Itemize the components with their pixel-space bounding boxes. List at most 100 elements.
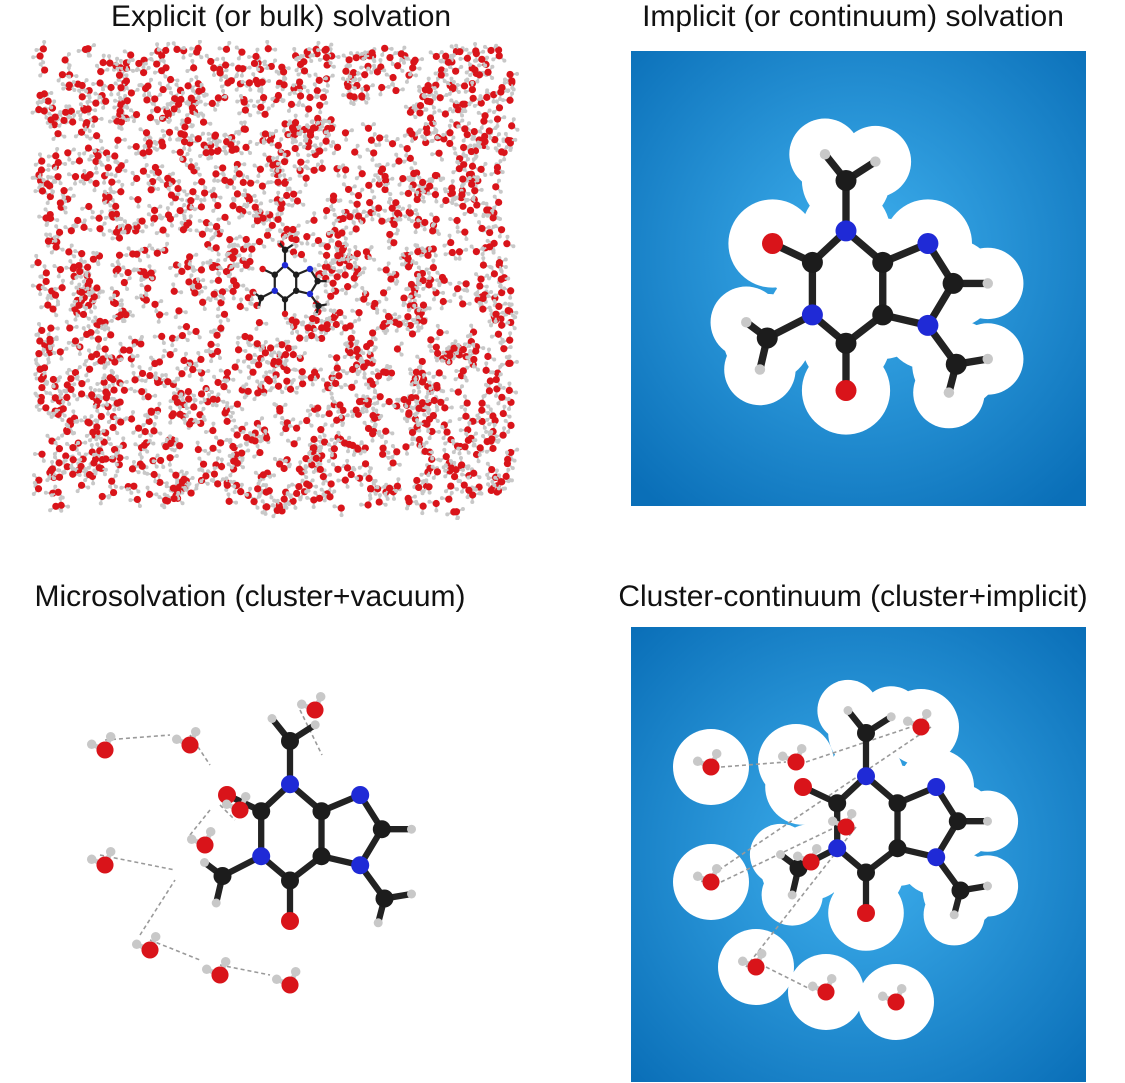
water-molecule <box>258 78 272 92</box>
atom-h <box>407 889 416 899</box>
water-molecule <box>287 84 303 97</box>
water-molecule <box>261 130 275 143</box>
atom-c <box>372 820 391 839</box>
water-molecule <box>86 846 116 874</box>
water-molecule <box>248 340 263 352</box>
water-molecule <box>366 195 377 211</box>
water-molecule <box>275 152 289 166</box>
water-molecule <box>477 161 488 178</box>
water-molecule <box>430 149 444 162</box>
atom-c <box>293 271 300 278</box>
water-molecule <box>212 457 226 471</box>
water-molecule <box>280 491 292 507</box>
water-molecule <box>34 40 47 53</box>
water-molecule <box>266 343 280 357</box>
water-molecule <box>174 262 186 278</box>
water-molecule <box>179 220 193 234</box>
water-molecule <box>448 216 461 230</box>
water-molecule <box>145 470 158 484</box>
water-molecule <box>76 45 91 58</box>
water-molecule <box>217 40 232 53</box>
atom-h <box>277 240 281 244</box>
water-molecule <box>466 469 482 480</box>
water-molecule <box>66 337 82 349</box>
water-molecule <box>475 282 489 295</box>
water-molecule <box>156 311 169 324</box>
water-molecule <box>443 248 458 261</box>
water-molecule <box>292 90 305 105</box>
water-molecule <box>64 319 79 332</box>
water-molecule <box>365 299 380 313</box>
water-molecule <box>297 158 310 172</box>
water-molecule <box>379 320 391 335</box>
water-molecule <box>482 382 494 398</box>
atom-n <box>351 856 370 875</box>
water-molecule <box>492 372 503 388</box>
water-molecule <box>442 179 456 192</box>
water-molecule <box>413 373 427 386</box>
water-molecule <box>421 478 433 494</box>
water-molecule <box>499 404 512 419</box>
atom-c <box>801 251 823 273</box>
water-molecule <box>322 73 335 88</box>
water-molecule <box>198 149 214 160</box>
atom-n <box>835 220 857 242</box>
water-molecule <box>489 330 505 342</box>
water-molecule <box>792 843 822 871</box>
water-molecule <box>221 404 234 419</box>
water-molecule <box>31 52 46 65</box>
water-molecule <box>346 319 358 335</box>
water-molecule <box>80 218 93 233</box>
water-molecule <box>492 194 503 210</box>
water-molecule <box>391 152 403 168</box>
water-molecule <box>416 315 428 330</box>
water-molecule <box>70 296 83 309</box>
water-molecule <box>497 88 510 102</box>
water-molecule <box>203 99 218 112</box>
water-molecule <box>473 417 487 430</box>
water-molecule <box>480 243 496 255</box>
water-molecule <box>419 246 432 259</box>
atom-c <box>293 287 300 294</box>
atom-c <box>756 327 778 349</box>
atom-h <box>257 305 261 309</box>
water-molecule <box>131 931 161 959</box>
cluster-continuum-panel <box>631 627 1086 1082</box>
water-molecule <box>807 973 837 1001</box>
water-molecule <box>128 495 142 508</box>
water-molecule <box>74 267 89 280</box>
water-molecule <box>229 459 245 470</box>
water-molecule <box>140 438 152 454</box>
atom-c <box>888 839 907 858</box>
water-molecule <box>146 108 159 124</box>
water-molecule <box>111 182 125 196</box>
water-molecule <box>493 385 506 398</box>
water-molecule <box>476 137 490 150</box>
water-molecule <box>482 43 499 55</box>
water-molecule <box>501 91 515 104</box>
water-molecule <box>174 126 185 142</box>
water-molecule <box>246 364 257 380</box>
water-molecule <box>410 435 424 449</box>
water-molecule <box>77 88 92 101</box>
water-molecule <box>119 382 134 394</box>
water-molecule <box>237 482 249 497</box>
atom-h <box>982 278 993 289</box>
water-molecule <box>495 257 508 272</box>
water-molecule <box>122 49 135 64</box>
water-molecule <box>343 379 358 391</box>
water-molecule <box>108 178 121 191</box>
water-molecule <box>180 118 194 131</box>
atom-c <box>872 304 894 326</box>
water-molecule <box>406 104 418 120</box>
water-molecule <box>82 362 94 378</box>
atom-c <box>252 802 271 821</box>
water-molecule <box>369 429 382 443</box>
water-molecule <box>226 235 239 249</box>
water-molecule <box>290 197 306 208</box>
water-molecule <box>379 439 391 455</box>
water-molecule <box>275 352 288 367</box>
water-molecule <box>83 443 96 457</box>
atom-c <box>945 353 967 375</box>
water-molecule <box>425 396 439 410</box>
